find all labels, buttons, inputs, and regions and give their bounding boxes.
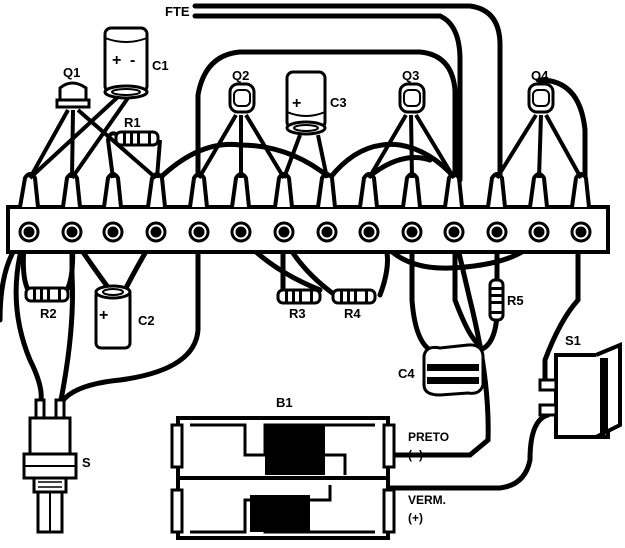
capacitor-c2: + xyxy=(94,284,132,350)
resistor-r4 xyxy=(331,288,377,305)
c2-plus-mark: + xyxy=(99,307,108,324)
label-r1: R1 xyxy=(124,115,141,130)
label-s: S xyxy=(82,455,91,470)
label-plus: (+) xyxy=(408,511,423,525)
transistor-leads xyxy=(28,93,583,180)
transistor-q1 xyxy=(55,81,91,109)
label-q4: Q4 xyxy=(531,68,549,83)
c3-plus-mark: + xyxy=(292,95,301,112)
resistor-r2 xyxy=(24,286,70,303)
label-r2: R2 xyxy=(40,306,57,321)
label-c1: C1 xyxy=(152,58,169,73)
transistor-q3 xyxy=(398,82,426,114)
resistor-r5 xyxy=(488,278,505,322)
label-r4: R4 xyxy=(344,306,361,321)
terminal-lugs xyxy=(18,172,592,243)
battery-holder-b1 xyxy=(170,416,396,540)
c1-plus-mark: + xyxy=(112,52,121,69)
label-minus: (−) xyxy=(408,448,423,462)
transistor-q4 xyxy=(527,82,555,114)
resistor-r1 xyxy=(114,130,160,147)
label-preto: PRETO xyxy=(408,430,449,444)
label-s1: S1 xyxy=(565,333,581,348)
label-c3: C3 xyxy=(330,95,347,110)
resistor-r3 xyxy=(276,288,322,305)
capacitor-c4 xyxy=(422,343,485,397)
label-b1: B1 xyxy=(276,395,293,410)
capacitor-c3: + xyxy=(285,70,327,136)
label-q3: Q3 xyxy=(402,68,419,83)
label-c4: C4 xyxy=(398,366,415,381)
label-q1: Q1 xyxy=(63,65,80,80)
label-fte: FTE xyxy=(165,4,190,19)
label-r5: R5 xyxy=(507,293,524,308)
sensor-s xyxy=(22,398,78,534)
c1-minus-mark: - xyxy=(130,52,135,69)
label-c2: C2 xyxy=(138,313,155,328)
transistor-q2 xyxy=(228,82,256,114)
labels: FTE Q1 C1 R1 Q2 C3 Q3 Q4 R2 C2 R3 R4 R5 … xyxy=(40,4,581,525)
label-verm: VERM. xyxy=(408,493,446,507)
label-r3: R3 xyxy=(289,306,306,321)
label-q2: Q2 xyxy=(232,68,249,83)
switch-s1 xyxy=(538,342,622,439)
capacitor-c1: + - xyxy=(103,26,149,100)
terminal-strip xyxy=(6,205,610,254)
